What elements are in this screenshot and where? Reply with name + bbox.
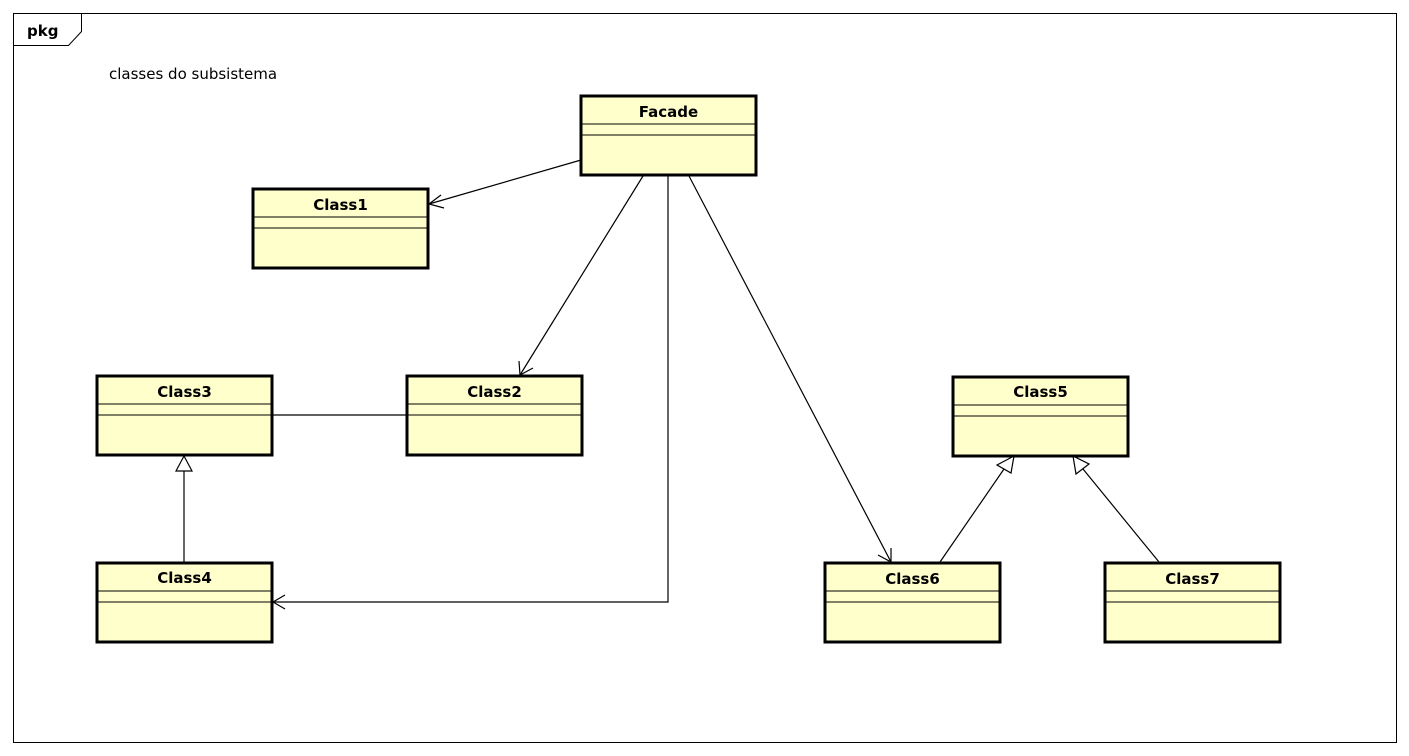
frame-border — [13, 13, 1397, 743]
arrowhead-triangle — [1072, 454, 1091, 476]
class-class6[interactable]: Class6 — [823, 561, 1002, 644]
class-class5[interactable]: Class5 — [951, 375, 1130, 458]
class-facade[interactable]: Facade — [579, 94, 758, 177]
subsystem-note: classes do subsistema — [109, 65, 277, 83]
class-class1[interactable]: Class1 — [251, 187, 430, 270]
assoc-facade-class6[interactable] — [688, 175, 892, 564]
class-name: Class7 — [1165, 570, 1220, 588]
class-name: Class1 — [313, 196, 368, 214]
class-class4[interactable]: Class4 — [95, 561, 274, 644]
class-name: Class5 — [1013, 383, 1068, 401]
arrowhead-triangle — [995, 454, 1015, 474]
assoc-facade-class1[interactable] — [427, 159, 582, 209]
class-name: Facade — [639, 103, 698, 121]
generalization-class7-class5[interactable] — [1072, 454, 1160, 563]
frame-tab — [13, 13, 82, 46]
class-class3[interactable]: Class3 — [95, 374, 274, 457]
arrowhead-triangle — [175, 454, 193, 472]
class-class2[interactable]: Class2 — [405, 374, 584, 457]
generalization-class6-class5[interactable] — [939, 454, 1015, 563]
class-class7[interactable]: Class7 — [1103, 561, 1282, 644]
generalization-class4-class3[interactable] — [175, 454, 193, 562]
frame-label: pkg — [27, 22, 58, 40]
class-name: Class2 — [467, 383, 522, 401]
assoc-facade-class2[interactable] — [518, 175, 644, 376]
class-name: Class4 — [157, 569, 212, 587]
class-name: Class3 — [157, 383, 212, 401]
class-name: Class6 — [885, 570, 940, 588]
package-frame: pkg — [13, 13, 1397, 743]
